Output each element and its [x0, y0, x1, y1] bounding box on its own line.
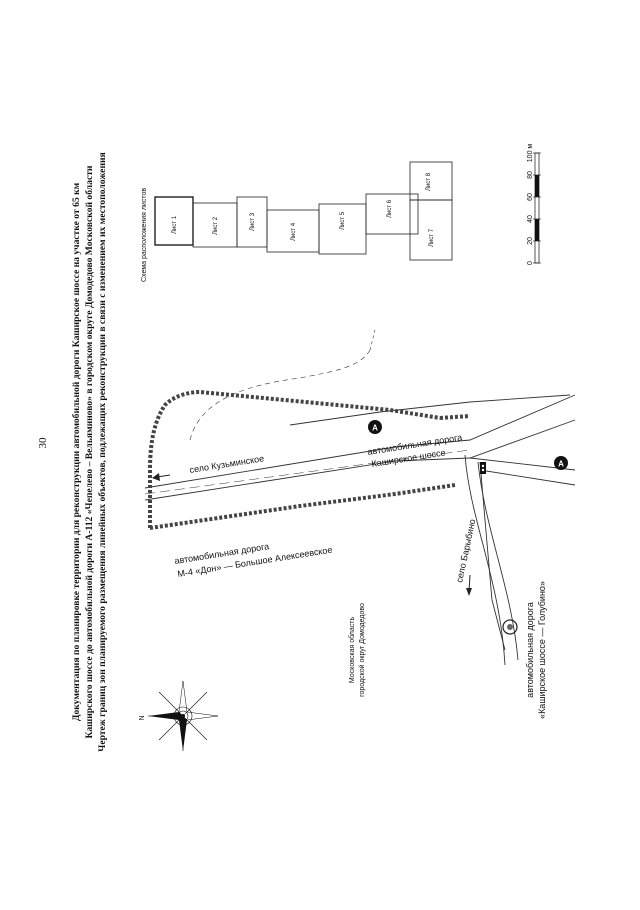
sheet-scheme: Схема расположения листов Лист 1 Лист 2 … — [141, 161, 453, 282]
sheet-8-label: Лист 8 — [426, 172, 432, 191]
roundabout-icon — [502, 619, 518, 635]
sheet-1-label: Лист 1 — [172, 215, 178, 234]
traffic-light-icon — [480, 462, 486, 474]
label-region: Московская область — [348, 617, 356, 684]
scale-tick-100: 100 м — [527, 144, 534, 163]
scale-tick-80: 80 — [527, 171, 534, 179]
compass-rose-icon — [148, 680, 219, 751]
label-district: городской округ Домодедово — [358, 603, 366, 697]
marker-a-1: А — [368, 420, 382, 434]
label-golubino-name: «Каширское шоссе — Голубино» — [537, 581, 547, 719]
scale-tick-40: 40 — [527, 215, 534, 223]
sheet-2-label: Лист 2 — [213, 216, 219, 235]
zone-boundary — [148, 389, 471, 530]
label-barybino: село Барыбино — [454, 518, 477, 583]
title-line-3: Чертеж границ зон планируемого размещени… — [97, 152, 108, 751]
scale-bar: 0 20 40 60 80 100 м — [527, 144, 541, 265]
sheet-5-label: Лист 5 — [340, 211, 346, 230]
marker-a-2: А — [554, 456, 568, 470]
sheet-7-label: Лист 7 — [429, 228, 435, 247]
title-line-1: Документация по планировке территории дл… — [71, 182, 82, 721]
sheet-8-frame — [409, 161, 453, 201]
scale-tick-0: 0 — [527, 261, 534, 265]
svg-text:А: А — [558, 460, 564, 469]
scale-tick-60: 60 — [527, 193, 534, 201]
sheet-4-label: Лист 4 — [291, 222, 297, 241]
label-golubino-road: автомобильная дорога — [525, 602, 535, 698]
compass-north-label: N — [139, 715, 146, 720]
svg-text:А: А — [372, 424, 378, 433]
document-title: Документация по планировке территории дл… — [71, 152, 108, 751]
title-line-2: Каширского шоссе до автомобильной дороги… — [84, 165, 95, 738]
sheet-3-label: Лист 3 — [250, 212, 256, 231]
label-kuzminskoe: село Кузьминское — [189, 453, 265, 475]
sheet-6-label: Лист 6 — [387, 199, 393, 218]
sheet-scheme-title: Схема расположения листов — [141, 188, 148, 282]
roads — [144, 329, 576, 666]
sheet-6-frame — [365, 193, 419, 235]
page-number: 30 — [37, 437, 49, 449]
scale-tick-20: 20 — [527, 237, 534, 245]
